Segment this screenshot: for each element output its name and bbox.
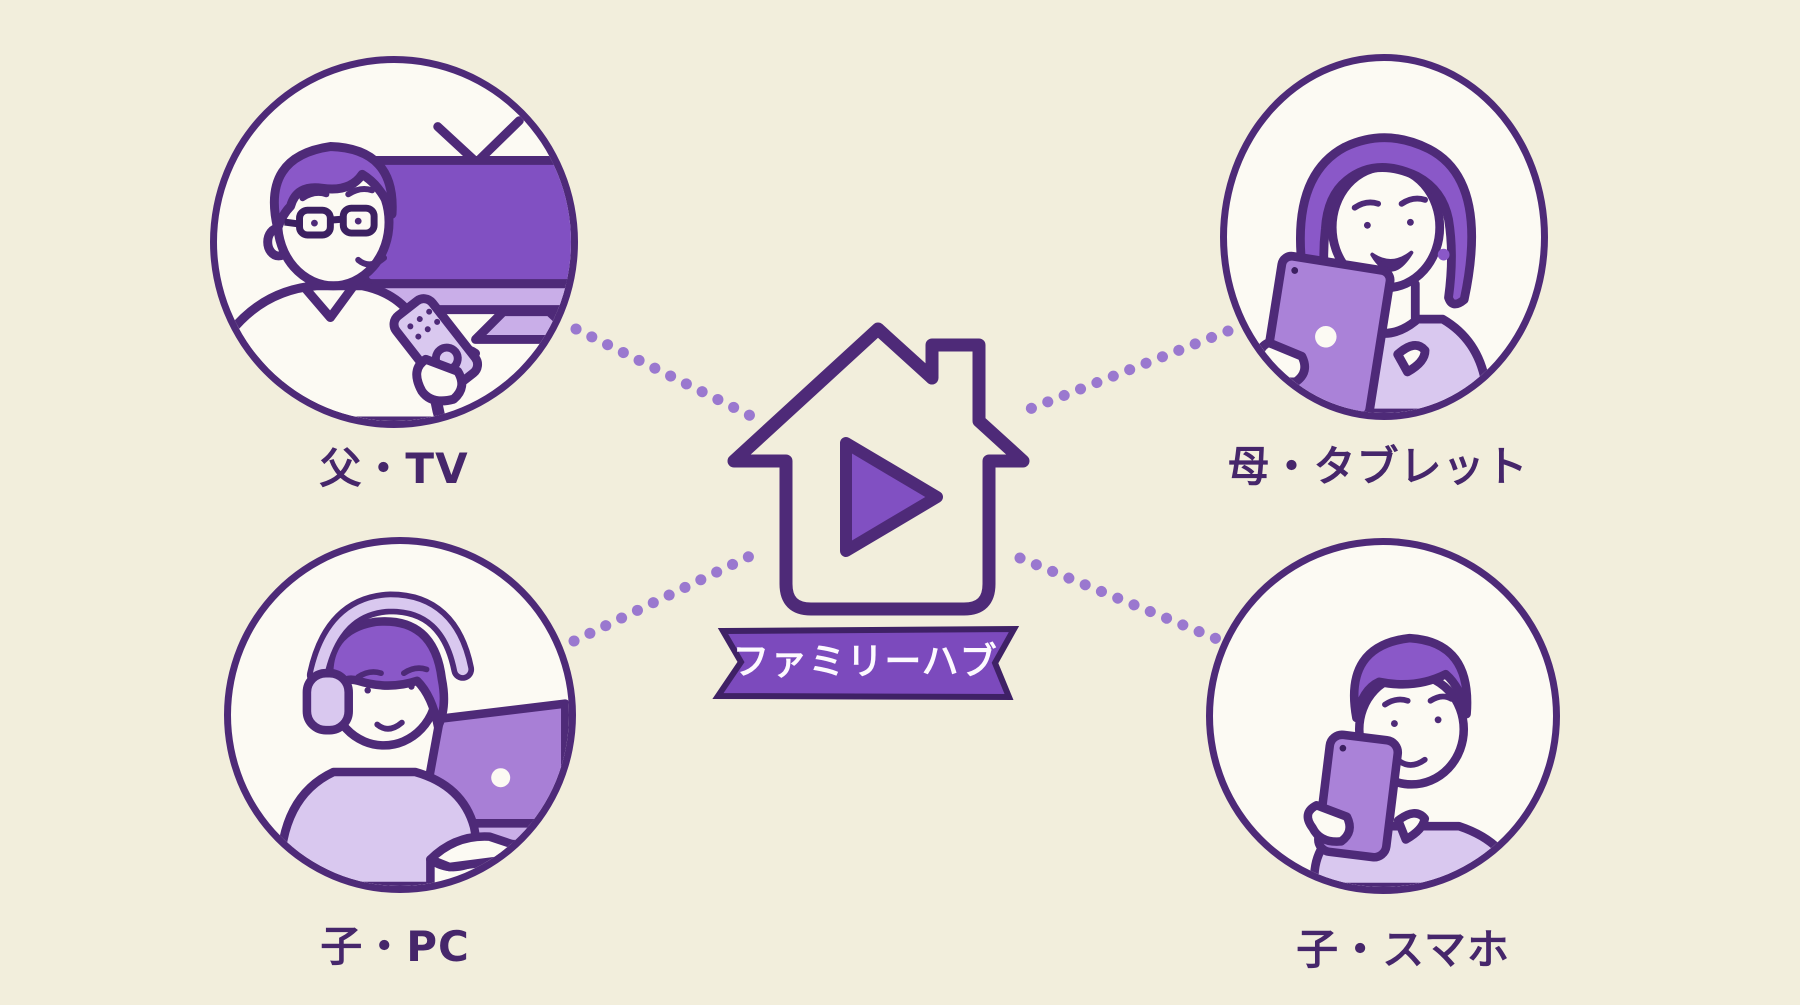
node-child-pc (224, 537, 576, 893)
headphone-earcup (302, 668, 353, 735)
child-phone-hand-right (1393, 809, 1430, 844)
node-mother-tablet (1220, 54, 1548, 420)
father-eye-right (354, 217, 362, 225)
connector-hub-father-tv (570, 323, 757, 422)
connector-hub-child-smartphone (1014, 552, 1228, 647)
ribbon-shape (712, 625, 1020, 701)
label-father-tv: 父・TV (319, 444, 469, 493)
headphone-band (312, 597, 469, 681)
hub-label: ファミリーハブ (732, 640, 998, 683)
mother-face-details (1351, 195, 1428, 211)
child-pc-eye-right (408, 683, 415, 690)
earring-icon (1437, 248, 1450, 261)
glasses-icon (284, 204, 378, 239)
label-child-smartphone: 子・スマホ (1296, 925, 1510, 974)
child-pc-face-details (355, 665, 430, 732)
laptop-logo (491, 768, 511, 788)
house-outline (727, 322, 1030, 616)
father-hair (269, 142, 397, 233)
node-child-smartphone (1206, 538, 1560, 894)
mother-eye-left (1363, 221, 1371, 229)
father-eye-left (311, 219, 318, 227)
connector-hub-mother-tablet (1016, 325, 1234, 418)
child-phone-eye-right (1434, 716, 1442, 724)
mother-hair (1295, 133, 1477, 309)
hub-ribbon (712, 625, 1020, 701)
label-mother-tablet: 母・タブレット (1227, 442, 1529, 491)
label-child-pc: 子・PC (320, 922, 470, 971)
play-triangle-icon (840, 437, 943, 557)
child-headphones-laptop-icon (241, 591, 569, 886)
child-smartphone-icon (1303, 633, 1523, 887)
child-phone-hand-left (1303, 801, 1354, 846)
father-remote-tv-icon (217, 116, 571, 421)
child-phone-hair (1349, 633, 1472, 723)
shirt-collar (302, 283, 357, 323)
mother-hand-right (1393, 341, 1430, 377)
tv-screen (359, 155, 571, 289)
father-hand (412, 354, 467, 406)
connector-hub-child-pc (568, 550, 756, 647)
mother-tablet-icon (1255, 133, 1493, 413)
child-pc-hair (324, 617, 449, 731)
father-face-details (299, 186, 388, 268)
node-father-tv (210, 56, 578, 428)
mother-eye-right (1406, 218, 1414, 226)
child-phone-face-details (1382, 693, 1455, 768)
child-pc-eye-left (364, 687, 371, 694)
house-play-icon (727, 322, 1030, 616)
child-phone-eye-left (1390, 720, 1398, 728)
